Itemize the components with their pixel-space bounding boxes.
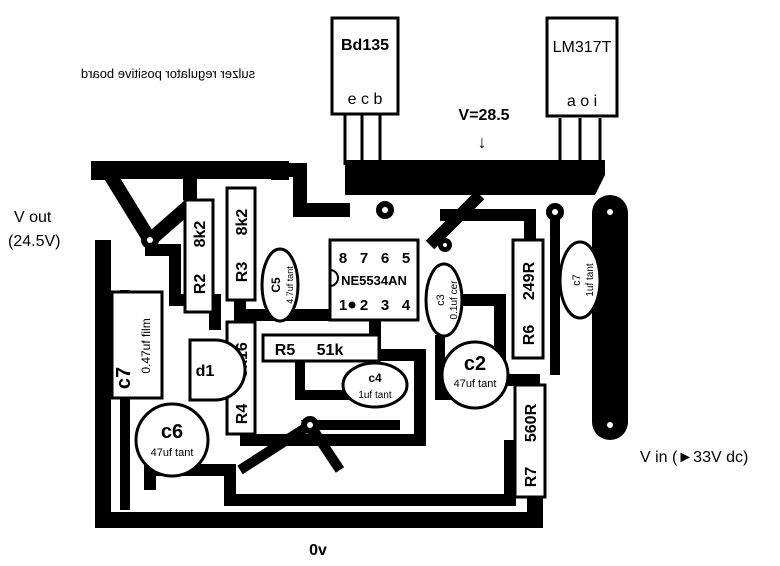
c4-value: 1uf tant <box>358 390 392 401</box>
transistor-bd135: Bd135 e c b <box>330 16 400 165</box>
c6-ref: c6 <box>161 421 183 443</box>
ic-pin-5: 5 <box>402 250 410 267</box>
trace-lower-inner <box>144 440 516 506</box>
ground-label: 0v <box>309 542 327 559</box>
board-title: sulzer regulator positive board <box>81 66 255 81</box>
c2-ref: c2 <box>464 353 486 375</box>
vout-value: (24.5V) <box>8 233 60 250</box>
resistor-r7: R7 560R <box>513 383 547 499</box>
pad <box>607 209 613 215</box>
r7-ref: R7 <box>523 467 540 488</box>
c2-value: 47uf tant <box>454 378 497 390</box>
ground-trace-bottom <box>95 512 543 528</box>
r5-ref: R5 <box>275 342 296 359</box>
trace-c2-r6 <box>455 294 540 386</box>
capacitor-c2: c2 47uf tant <box>440 340 510 410</box>
ic-notch <box>329 269 339 287</box>
trace-vout-diag <box>104 171 195 251</box>
ic-pin1-dot <box>348 301 356 309</box>
resistor-r5: R5 51k <box>261 333 381 363</box>
c5-value: 4.7uf tant <box>285 266 295 304</box>
r4-ref: R4 <box>234 404 251 425</box>
trace-top-left <box>183 163 350 217</box>
r5-value: 51k <box>317 342 344 359</box>
r6-value: 249R <box>521 261 538 300</box>
r6-ref: R6 <box>521 325 538 346</box>
c3-ref: c3 <box>435 294 447 306</box>
capacitor-c7-tant: c7 1uf tant <box>558 240 602 320</box>
c3-value: 0.1uf cer <box>449 280 460 320</box>
regulator-name: LM317T <box>553 39 612 56</box>
ic-ne5534an: 8 7 6 5 NE5534AN 1 2 3 4 <box>328 238 420 322</box>
c7-tant-value: 1uf tant <box>585 263 596 297</box>
ic-pin-4: 4 <box>402 297 411 314</box>
r3-ref: R3 <box>234 262 251 283</box>
c7-tant-ref: c7 <box>571 274 583 286</box>
vout-label: V out <box>14 209 52 226</box>
transistor-name: Bd135 <box>341 37 389 54</box>
c4-ref: c4 <box>368 371 382 385</box>
pad <box>607 422 613 428</box>
capacitor-c5: C5 4.7uf tant <box>260 247 300 323</box>
c7-film-ref: c7 <box>113 367 135 389</box>
c5-ref: C5 <box>269 277 283 293</box>
ic-pin-7: 7 <box>360 250 368 267</box>
trace-star-ground <box>237 418 400 475</box>
d1-ref: d1 <box>196 363 215 380</box>
trace-bus-right <box>440 209 536 240</box>
ic-body <box>328 238 420 322</box>
r3-value: 8k2 <box>234 209 251 236</box>
trace-mid-left <box>145 244 221 330</box>
resistor-r6: R6 249R <box>511 238 545 360</box>
ic-name: NE5534AN <box>341 273 407 288</box>
pad <box>147 237 153 243</box>
ic-pin-8: 8 <box>339 250 347 267</box>
regulator-pins: a o i <box>567 93 597 110</box>
resistor-r3: R3 8k2 <box>225 186 257 302</box>
vin-label: V in (►33V dc) <box>640 449 748 466</box>
bus-upper <box>345 160 605 195</box>
pads <box>141 201 620 435</box>
pad <box>443 243 447 247</box>
capacitor-c7-film: c7 0.47uf film <box>110 290 164 400</box>
pad <box>307 422 313 428</box>
transistor-pins: e c b <box>348 91 383 108</box>
regulator-body <box>545 16 619 118</box>
input-rail <box>592 195 628 440</box>
ic-pin-1: 1 <box>339 297 347 314</box>
r2-value: 8k2 <box>192 221 209 248</box>
annotations: sulzer regulator positive board V out (2… <box>8 66 748 559</box>
node-voltage-label: V=28.5 <box>458 107 509 124</box>
pad <box>552 209 558 215</box>
r2-ref: R2 <box>192 274 209 295</box>
capacitor-c3: c3 0.1uf cer <box>424 262 464 338</box>
diode-d1: d1 <box>188 338 247 402</box>
node-voltage-arrow: ↓ <box>478 132 487 152</box>
c6-value: 47uf tant <box>151 447 194 459</box>
regulator-lm317t: LM317T a o i <box>545 16 619 165</box>
pad <box>382 207 388 213</box>
ground-trace-left <box>95 240 111 525</box>
capacitor-c6: c6 47uf tant <box>134 402 210 478</box>
r7-value: 560R <box>523 403 540 442</box>
ic-pin-2: 2 <box>360 297 368 314</box>
trace-c4 <box>295 360 360 400</box>
c7-film-value: 0.47uf film <box>139 318 153 373</box>
transistor-body <box>330 16 400 116</box>
capacitor-c4: c4 1uf tant <box>341 361 409 409</box>
ic-pin-6: 6 <box>381 250 389 267</box>
resistor-r2: R2 8k2 <box>183 198 215 314</box>
ic-pin-3: 3 <box>381 297 389 314</box>
